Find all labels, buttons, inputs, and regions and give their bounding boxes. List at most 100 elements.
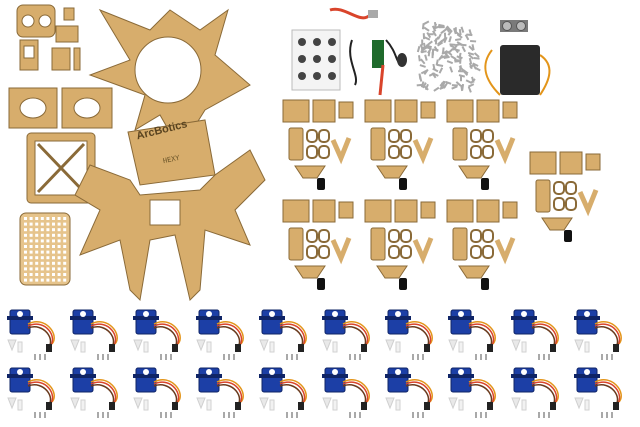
screw	[458, 29, 462, 36]
plate-hole	[24, 250, 27, 254]
screw	[470, 78, 476, 84]
screw	[452, 44, 458, 51]
screw	[440, 37, 447, 43]
plate-hole	[52, 278, 55, 282]
screw	[424, 54, 428, 61]
screw	[468, 45, 475, 52]
plate-hole	[57, 217, 61, 220]
plate-hole	[63, 239, 67, 243]
screw	[468, 54, 474, 60]
plate-hole	[35, 239, 39, 243]
shoulder-brackets	[8, 87, 113, 129]
plate-hole	[46, 267, 50, 271]
screw	[441, 80, 446, 88]
head-parts	[16, 4, 81, 71]
plate-hole	[63, 250, 67, 254]
leg-group	[282, 99, 354, 190]
screw	[418, 75, 423, 82]
plate-hole	[35, 222, 39, 226]
plate-hole	[24, 233, 27, 237]
plate-hole	[29, 256, 33, 260]
screw	[426, 40, 433, 46]
plate-hole	[29, 250, 33, 254]
servo-motor	[448, 367, 496, 418]
plate-hole	[63, 261, 67, 265]
screw	[419, 64, 426, 68]
leg-group	[529, 151, 601, 242]
plate-hole	[46, 256, 50, 260]
plate-hole	[46, 273, 50, 276]
leg-group	[282, 199, 354, 290]
plate-hole	[46, 250, 50, 254]
screw	[455, 81, 462, 87]
joystick-icon	[313, 55, 321, 63]
plate-hole	[57, 245, 61, 248]
screw	[431, 72, 437, 79]
screw	[449, 66, 454, 73]
plate-hole	[46, 228, 50, 232]
servo-motor	[7, 367, 55, 418]
servo-motors	[7, 309, 622, 418]
plate-hole	[57, 278, 61, 282]
screw	[456, 55, 463, 60]
screw	[453, 27, 457, 35]
screw	[472, 62, 479, 67]
screw	[446, 50, 453, 56]
plate-hole	[40, 228, 44, 232]
servo-motor	[133, 367, 181, 418]
screw	[468, 29, 473, 36]
plate-hole	[52, 256, 55, 260]
servo-motor	[511, 367, 559, 418]
screw	[436, 63, 444, 67]
servo-motor	[259, 309, 307, 360]
joystick-icon	[328, 55, 336, 63]
joystick-icon	[298, 38, 306, 46]
plate-hole	[24, 261, 27, 265]
screw	[473, 52, 480, 58]
servo-motor	[133, 309, 181, 360]
plate-hole	[40, 250, 44, 254]
plate-hole	[29, 267, 33, 271]
screw	[424, 45, 431, 50]
joystick-icon	[328, 38, 336, 46]
plate-hole	[40, 261, 44, 265]
perforated-plate	[19, 212, 71, 286]
servo-motor	[196, 309, 244, 360]
screw	[439, 55, 446, 60]
plate-hole	[46, 278, 50, 282]
plate-hole	[57, 250, 61, 254]
screw	[423, 20, 430, 26]
screw	[451, 84, 458, 87]
screw	[467, 86, 472, 93]
joystick-icon	[298, 72, 306, 80]
plate-hole	[40, 222, 44, 226]
screw	[439, 85, 446, 90]
plate-hole	[57, 256, 61, 260]
plate-hole	[52, 273, 55, 276]
screw	[468, 57, 473, 65]
plate-hole	[35, 233, 39, 237]
servo-motor	[385, 367, 433, 418]
screw	[426, 32, 432, 39]
servo-motor	[511, 309, 559, 360]
servo-motor	[7, 309, 55, 360]
plate-hole	[57, 273, 61, 276]
plate-hole	[46, 222, 50, 226]
screw	[431, 49, 435, 56]
plate-hole	[52, 217, 55, 220]
screw	[421, 39, 424, 46]
plate-hole	[52, 228, 55, 232]
plate-hole	[24, 245, 27, 248]
plate-hole	[40, 217, 44, 220]
plate-hole	[63, 222, 67, 226]
plate-hole	[40, 256, 44, 260]
plate-hole	[63, 267, 67, 271]
bottom-body-plate	[74, 149, 266, 302]
leg-assemblies	[282, 99, 601, 290]
plate-hole	[24, 256, 27, 260]
plate-hole	[52, 233, 55, 237]
plate-hole	[63, 217, 67, 220]
plate-hole	[52, 245, 55, 248]
